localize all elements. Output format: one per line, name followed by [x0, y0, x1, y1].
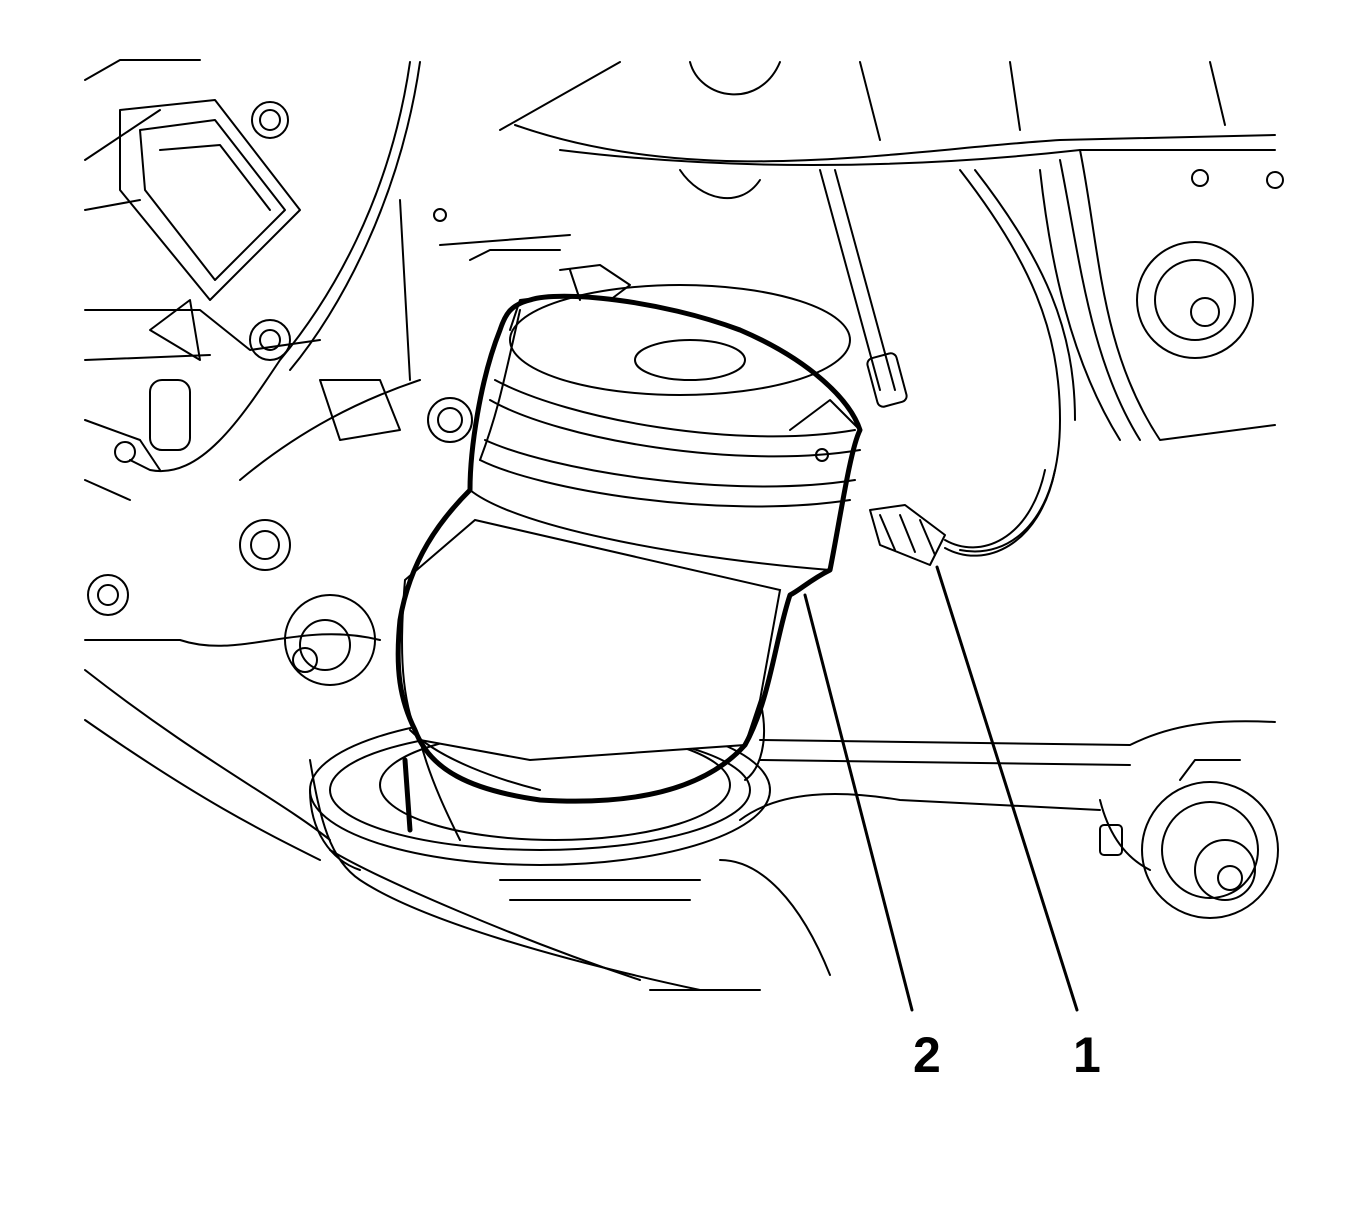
callout-label-1: 1: [1073, 1027, 1101, 1083]
left-connector-bracket: [84, 59, 571, 861]
air-spring: [395, 264, 863, 841]
leader-line-1: [935, 565, 1079, 1012]
air-line-fitting: [869, 469, 1056, 566]
leader-line-2: [803, 593, 914, 1012]
upper-frame-structure: [499, 61, 1284, 553]
callout-leader-lines: [803, 565, 1079, 1012]
callout-label-2: 2: [913, 1027, 941, 1083]
lower-control-arm: [309, 720, 1279, 991]
